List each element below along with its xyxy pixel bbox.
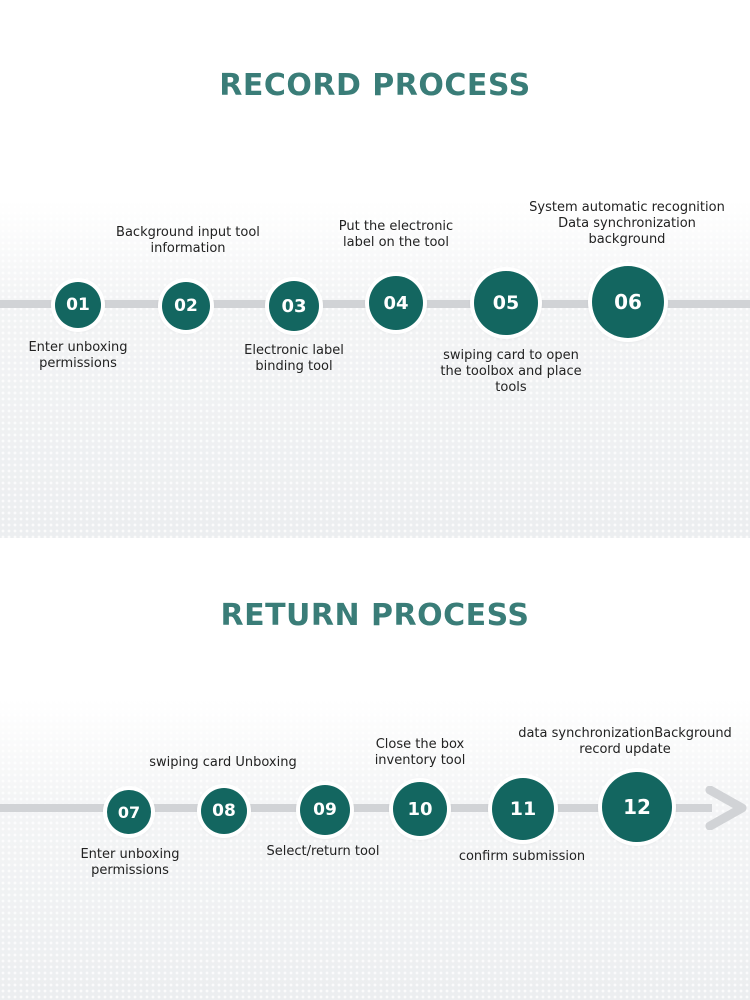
step-label-06: System automatic recognition Data synchr… xyxy=(529,200,725,247)
step-node-09: 09 xyxy=(300,785,350,835)
step-label-03: Electronic label binding tool xyxy=(244,343,344,374)
world-map-background xyxy=(0,538,750,1000)
step-node-02: 02 xyxy=(162,282,210,330)
record-process-panel: RECORD PROCESS 01 02 03 04 05 06 Enter u… xyxy=(0,0,750,538)
step-label-08: swiping card Unboxing xyxy=(149,755,297,770)
step-node-07: 07 xyxy=(107,790,151,834)
return-process-panel: RETURN PROCESS 07 08 09 10 11 12 Enter u… xyxy=(0,538,750,1000)
step-label-01: Enter unboxing permissions xyxy=(28,340,128,371)
step-node-12: 12 xyxy=(602,772,672,842)
record-process-title: RECORD PROCESS xyxy=(219,68,531,103)
step-node-03: 03 xyxy=(269,281,319,331)
return-timeline-line xyxy=(0,804,712,812)
step-label-07: Enter unboxing permissions xyxy=(80,847,180,878)
step-label-10: Close the box inventory tool xyxy=(374,737,466,768)
return-process-title: RETURN PROCESS xyxy=(220,598,530,633)
step-node-04: 04 xyxy=(369,276,423,330)
step-label-11: confirm submission xyxy=(458,849,586,864)
step-node-06: 06 xyxy=(592,266,664,338)
step-node-10: 10 xyxy=(393,782,447,836)
step-node-11: 11 xyxy=(492,778,554,840)
step-label-04: Put the electronic label on the tool xyxy=(338,219,454,250)
step-label-09: Select/return tool xyxy=(266,844,380,859)
step-label-05: swiping card to open the toolbox and pla… xyxy=(440,348,582,395)
step-node-05: 05 xyxy=(474,271,538,335)
step-label-12: data synchronizationBackground record up… xyxy=(518,726,732,757)
step-node-08: 08 xyxy=(201,788,247,834)
arrow-right-icon xyxy=(705,786,747,830)
step-label-02: Background input tool information xyxy=(116,225,260,256)
step-node-01: 01 xyxy=(55,282,101,328)
